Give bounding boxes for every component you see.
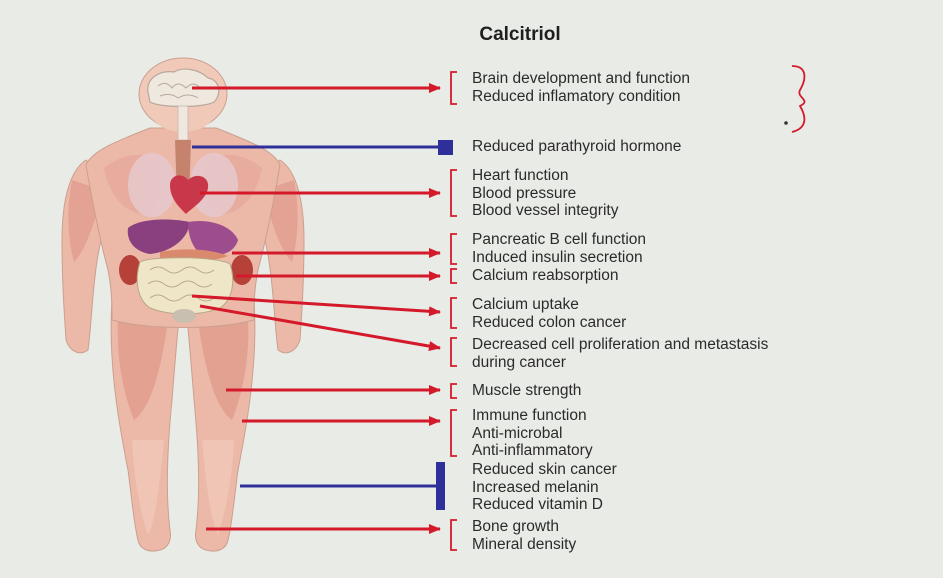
lungs-left — [128, 153, 176, 217]
bracket-brain — [451, 72, 457, 104]
bracket-muscle — [451, 384, 457, 398]
effect-group-pancreas: Pancreatic B cell function Induced insul… — [472, 231, 646, 266]
bracket-heart — [451, 170, 457, 216]
effect-group-cell-proliferation: Decreased cell proliferation and metasta… — [472, 336, 768, 371]
effect-label: Increased melanin — [472, 479, 617, 497]
bracket-cell-proliferation — [451, 338, 457, 366]
effect-label: Brain development and function — [472, 70, 690, 88]
effect-group-colon: Calcium uptake Reduced colon cancer — [472, 296, 626, 331]
bracket-immune — [451, 410, 457, 456]
inhibitor-bar-parathyroid — [438, 140, 453, 155]
effect-group-kidney: Calcium reabsorption — [472, 267, 618, 285]
effect-label: Reduced colon cancer — [472, 314, 626, 332]
effect-group-muscle: Muscle strength — [472, 382, 581, 400]
effect-group-brain: Brain development and function Reduced i… — [472, 70, 690, 105]
diagram-title: Calcitriol — [420, 24, 620, 46]
effect-label: Calcium uptake — [472, 296, 626, 314]
effect-group-parathyroid: Reduced parathyroid hormone — [472, 138, 681, 156]
effect-label: Reduced inflamatory condition — [472, 88, 690, 106]
effect-group-heart: Heart function Blood pressure Blood vess… — [472, 167, 618, 220]
bracket-bone — [451, 520, 457, 550]
effect-label: Pancreatic B cell function — [472, 231, 646, 249]
bracket-kidney — [451, 269, 457, 283]
bracket-pancreas — [451, 234, 457, 264]
effect-label: Blood vessel integrity — [472, 202, 618, 220]
effect-label: Reduced parathyroid hormone — [472, 138, 681, 156]
effect-label: Blood pressure — [472, 185, 618, 203]
effect-label: Induced insulin secretion — [472, 249, 646, 267]
bracket-colon — [451, 298, 457, 328]
effect-label: Muscle strength — [472, 382, 581, 400]
effect-label: Anti-inflammatory — [472, 442, 593, 460]
effect-group-skin: Reduced skin cancer Increased melanin Re… — [472, 461, 617, 514]
human-body-figure — [62, 58, 304, 551]
effect-label: Anti-microbal — [472, 425, 593, 443]
effect-group-immune: Immune function Anti-microbal Anti-infla… — [472, 407, 593, 460]
bladder — [172, 309, 196, 323]
effect-label: Heart function — [472, 167, 618, 185]
handwritten-brace — [792, 66, 805, 132]
effect-group-bone: Bone growth Mineral density — [472, 518, 576, 553]
effect-label: Mineral density — [472, 536, 576, 554]
effect-label: during cancer — [472, 354, 768, 372]
effect-label: Reduced vitamin D — [472, 496, 617, 514]
effect-label: Calcium reabsorption — [472, 267, 618, 285]
intestines — [137, 258, 233, 314]
kidney-right — [231, 255, 253, 285]
effect-label: Bone growth — [472, 518, 576, 536]
spinal-cord — [178, 106, 188, 140]
handwritten-dot — [784, 121, 788, 125]
inhibitor-bar-skin — [436, 462, 445, 510]
effect-label: Decreased cell proliferation and metasta… — [472, 336, 768, 354]
effect-label: Immune function — [472, 407, 593, 425]
effect-label: Reduced skin cancer — [472, 461, 617, 479]
